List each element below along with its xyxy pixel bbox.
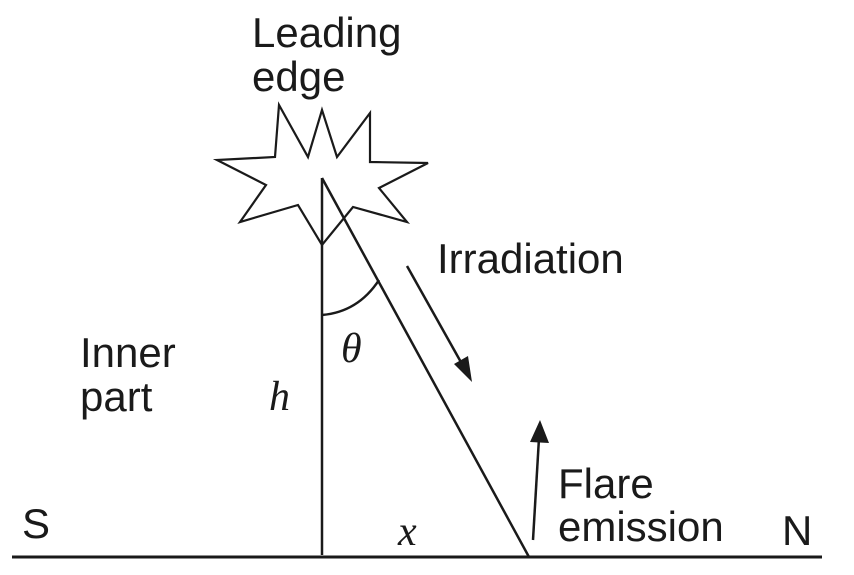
irradiation-arrow-shaft [405, 265, 464, 365]
south-label: S [22, 500, 50, 547]
leading-edge-label-line1: Leading [252, 9, 401, 56]
irradiation-path-line [320, 177, 531, 558]
angle-variable: θ [341, 326, 362, 372]
angle-arc [321, 279, 381, 317]
north-label: N [782, 507, 812, 554]
inner-part-label-line2: part [80, 373, 153, 420]
flare-emission-label-line1: Flare [558, 460, 654, 507]
irradiation-arrow-head [454, 356, 472, 382]
flare-emission-arrow-head [530, 420, 549, 443]
leading-edge-label-line2: edge [252, 53, 345, 100]
height-variable: h [269, 374, 290, 420]
distance-variable: x [397, 509, 417, 555]
inner-part-label-line1: Inner [80, 329, 176, 376]
irradiation-label: Irradiation [437, 235, 624, 282]
flare-emission-label-line2: emission [558, 503, 724, 550]
flare-emission-arrow-shaft [531, 437, 541, 541]
